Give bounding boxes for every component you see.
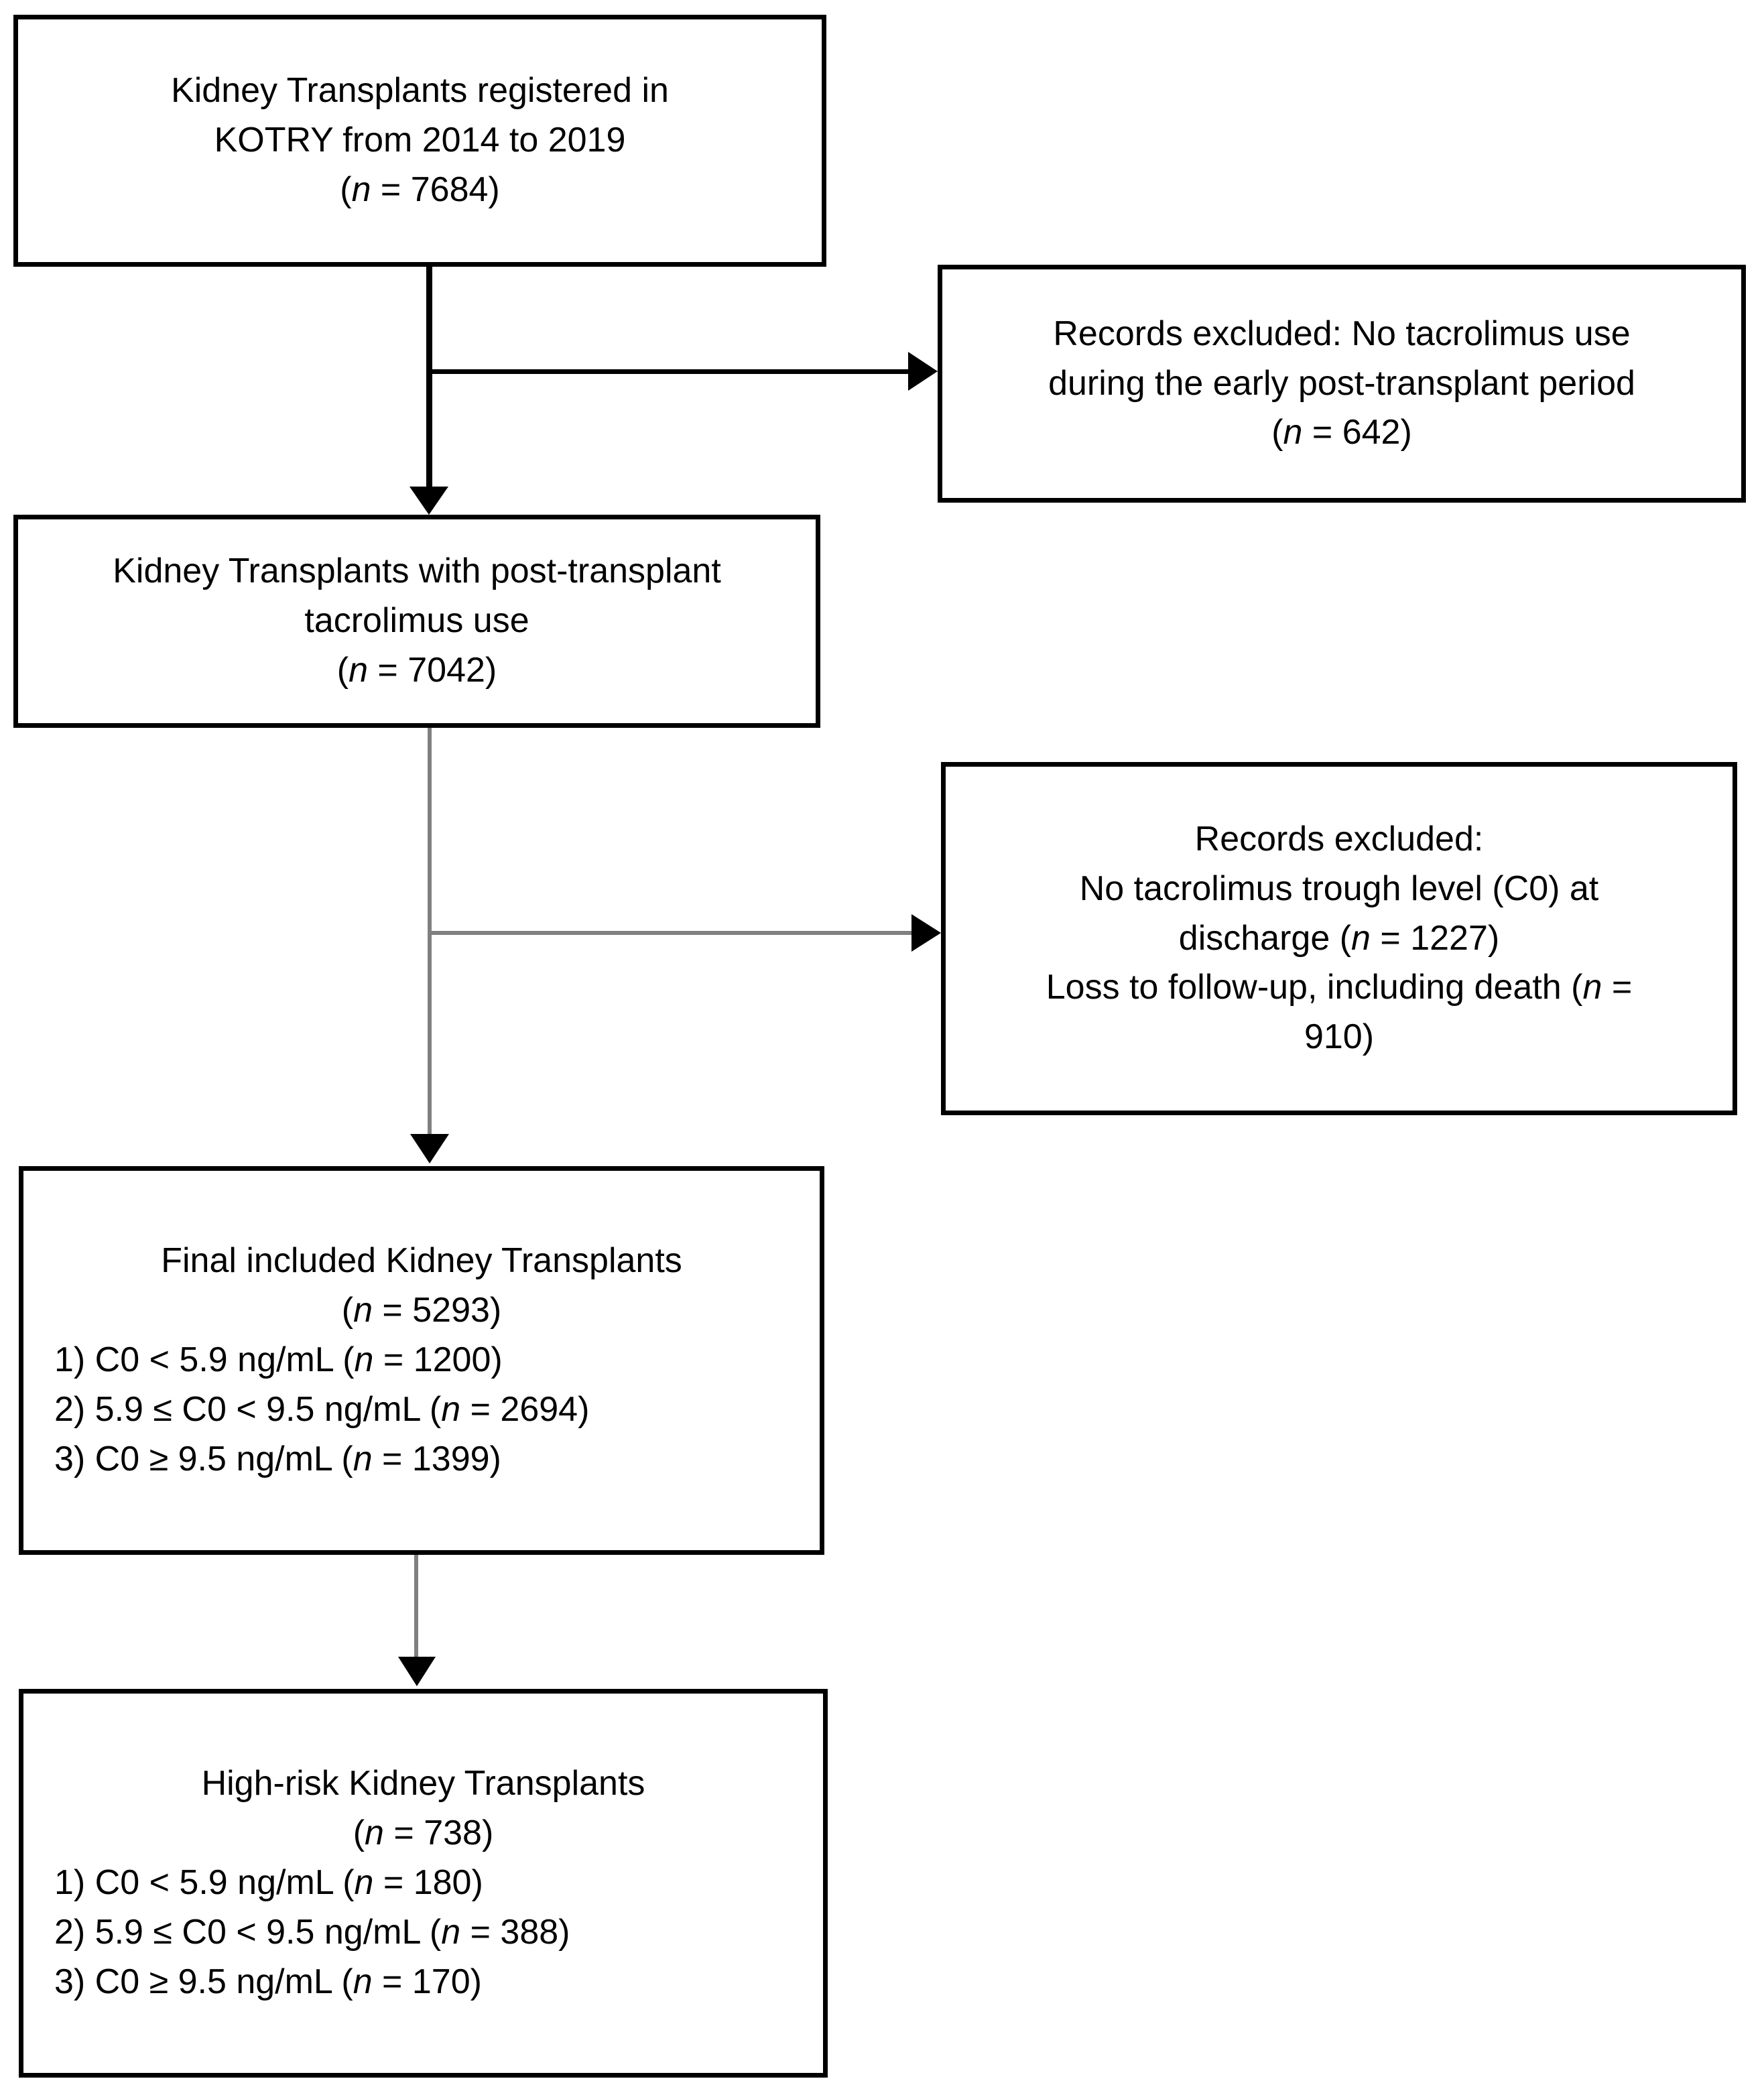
node-final-count: (n = 5293) (23, 1286, 820, 1336)
connector-tacrolimus-use-to-final-arrowhead (410, 1134, 449, 1163)
node-tacrolimus-use-line-2: tacrolimus use (304, 601, 529, 641)
n-symbol: n (1283, 413, 1303, 452)
node-high-risk-group-3: 3) C0 ≥ 9.5 ng/mL (n = 170) (23, 1958, 823, 2007)
node-enrolled-line-1: Kidney Transplants registered in (171, 71, 669, 111)
group-3-count: = 170) (372, 1962, 482, 2001)
n-symbol: n (441, 1912, 461, 1952)
node-excluded-1-count: (n = 642) (942, 408, 1741, 458)
reason-1-label: discharge ( (1178, 918, 1352, 958)
n-symbol: n (353, 1439, 373, 1478)
group-1-label: 1) C0 < 5.9 ng/mL ( (54, 1863, 355, 1903)
connector-tacrolimus-use-to-final-stem (428, 728, 432, 1137)
n-symbol: n (349, 650, 368, 690)
group-1-count: = 180) (373, 1863, 483, 1903)
node-enrolled-line-2: KOTRY from 2014 to 2019 (214, 121, 626, 160)
n-symbol: n (1582, 968, 1602, 1007)
group-2-count: = 388) (460, 1912, 570, 1952)
node-final-included: Final included Kidney Transplants (n = 5… (19, 1166, 824, 1555)
group-2-count: = 2694) (460, 1389, 590, 1429)
group-2-label: 2) 5.9 ≤ C0 < 9.5 ng/mL ( (54, 1912, 442, 1952)
paren-open: ( (1271, 413, 1283, 452)
node-enrolled-count: (n = 7684) (18, 166, 822, 215)
group-3-count: = 1399) (372, 1439, 501, 1478)
count-value: = 7042) (367, 650, 497, 690)
n-symbol: n (353, 1291, 373, 1330)
n-symbol: n (353, 1962, 373, 2001)
node-excluded-2-reason-2-line-1: Loss to follow-up, including death (n = (946, 963, 1732, 1013)
n-symbol: n (441, 1389, 461, 1429)
group-3-label: 3) C0 ≥ 9.5 ng/mL ( (54, 1962, 353, 2001)
node-final-group-3: 3) C0 ≥ 9.5 ng/mL (n = 1399) (23, 1435, 820, 1484)
group-1-label: 1) C0 < 5.9 ng/mL ( (54, 1340, 355, 1380)
node-excluded-2-reason-1-line-1: No tacrolimus trough level (C0) at (1079, 869, 1599, 908)
node-high-risk-group-1: 1) C0 < 5.9 ng/mL (n = 180) (23, 1858, 823, 1908)
connector-enrolled-to-tacrolimus-use-arrowhead (410, 487, 448, 515)
connector-tacrolimus-use-to-excluded-2-stem (431, 931, 915, 935)
paren-open: ( (341, 1291, 354, 1330)
group-2-label: 2) 5.9 ≤ C0 < 9.5 ng/mL ( (54, 1389, 442, 1429)
node-high-risk-count: (n = 738) (23, 1809, 823, 1858)
paren-open: ( (353, 1814, 365, 1853)
reason-1-count: = 1227) (1370, 918, 1500, 958)
node-final-group-2: 2) 5.9 ≤ C0 < 9.5 ng/mL (n = 2694) (23, 1385, 820, 1435)
paren-open: ( (340, 170, 352, 209)
node-excluded-no-c0: Records excluded: No tacrolimus trough l… (941, 762, 1737, 1115)
group-1-count: = 1200) (373, 1340, 503, 1380)
connector-tacrolimus-use-to-excluded-2-arrowhead (911, 914, 941, 952)
node-excluded-2-heading: Records excluded: (1194, 819, 1484, 859)
node-excluded-2-reason-2-line-2: 910) (1304, 1017, 1375, 1057)
node-tacrolimus-use-count: (n = 7042) (18, 646, 816, 696)
connector-enrolled-to-excluded-1-stem (429, 369, 911, 374)
node-excluded-1-line-2: during the early post-transplant period (1048, 363, 1635, 403)
n-symbol: n (354, 1863, 374, 1903)
n-symbol: n (351, 170, 371, 209)
connector-final-to-high-risk-stem (414, 1555, 418, 1659)
node-high-risk-group-2: 2) 5.9 ≤ C0 < 9.5 ng/mL (n = 388) (23, 1908, 823, 1958)
n-symbol: n (1351, 918, 1371, 958)
paren-open: ( (336, 650, 349, 690)
group-3-label: 3) C0 ≥ 9.5 ng/mL ( (54, 1439, 353, 1478)
n-symbol: n (365, 1814, 384, 1853)
node-final-title: Final included Kidney Transplants (161, 1241, 682, 1281)
node-high-risk-title: High-risk Kidney Transplants (201, 1764, 645, 1803)
node-excluded-1-line-1: Records excluded: No tacrolimus use (1053, 314, 1631, 353)
reason-2-label: Loss to follow-up, including death ( (1046, 968, 1583, 1007)
connector-final-to-high-risk-arrowhead (398, 1657, 436, 1686)
node-final-group-1: 1) C0 < 5.9 ng/mL (n = 1200) (23, 1336, 820, 1385)
node-high-risk: High-risk Kidney Transplants (n = 738) 1… (19, 1689, 828, 2078)
count-value: = 7684) (371, 170, 500, 209)
count-value: = 5293) (372, 1291, 502, 1330)
node-enrolled-transplants: Kidney Transplants registered in KOTRY f… (13, 15, 826, 267)
connector-enrolled-to-excluded-1-arrowhead (908, 352, 938, 391)
connector-enrolled-to-tacrolimus-use-stem (426, 267, 432, 488)
node-excluded-2-reason-1-line-2: discharge (n = 1227) (946, 914, 1732, 964)
node-tacrolimus-use: Kidney Transplants with post-transplant … (13, 515, 820, 728)
node-excluded-no-tacrolimus: Records excluded: No tacrolimus use duri… (938, 265, 1746, 503)
reason-2-equals: = (1602, 968, 1633, 1007)
n-symbol: n (354, 1340, 374, 1380)
node-tacrolimus-use-line-1: Kidney Transplants with post-transplant (113, 552, 721, 591)
count-value: = 642) (1302, 413, 1412, 452)
count-value: = 738) (383, 1814, 494, 1853)
